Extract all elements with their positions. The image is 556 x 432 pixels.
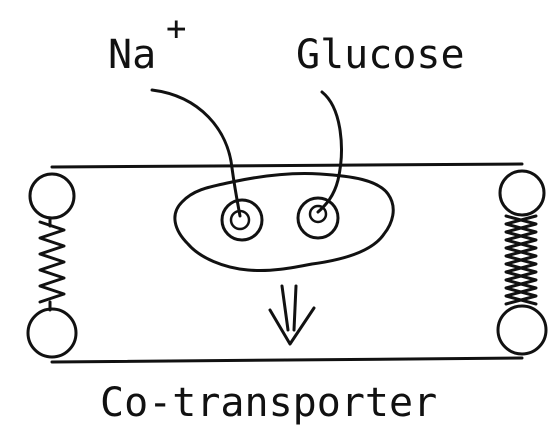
membrane-bottom-line: [52, 358, 522, 362]
membrane-top-line: [52, 164, 522, 167]
left-top-lipid-head: [30, 174, 74, 218]
transporter-protein: [175, 173, 393, 270]
right-top-lipid-head: [500, 171, 544, 215]
sodium-pointer-line: [152, 90, 240, 216]
sodium-ion-outer: [222, 200, 262, 240]
transport-direction-arrow: [270, 286, 314, 344]
left-bottom-lipid-head: [28, 309, 76, 357]
glucose-pointer-line: [318, 92, 341, 212]
sodium-charge-label: +: [166, 9, 186, 49]
sodium-label: Na: [108, 32, 156, 78]
left-lipid-tail-coil: [40, 222, 64, 302]
glucose-label: Glucose: [296, 32, 465, 78]
right-lipid-tail-coil-cross: [506, 216, 536, 304]
cotransporter-caption: Co-transporter: [100, 380, 437, 426]
glucose-molecule-outer: [298, 198, 338, 238]
glucose-molecule-inner: [310, 206, 326, 222]
right-bottom-lipid-head: [498, 306, 546, 354]
